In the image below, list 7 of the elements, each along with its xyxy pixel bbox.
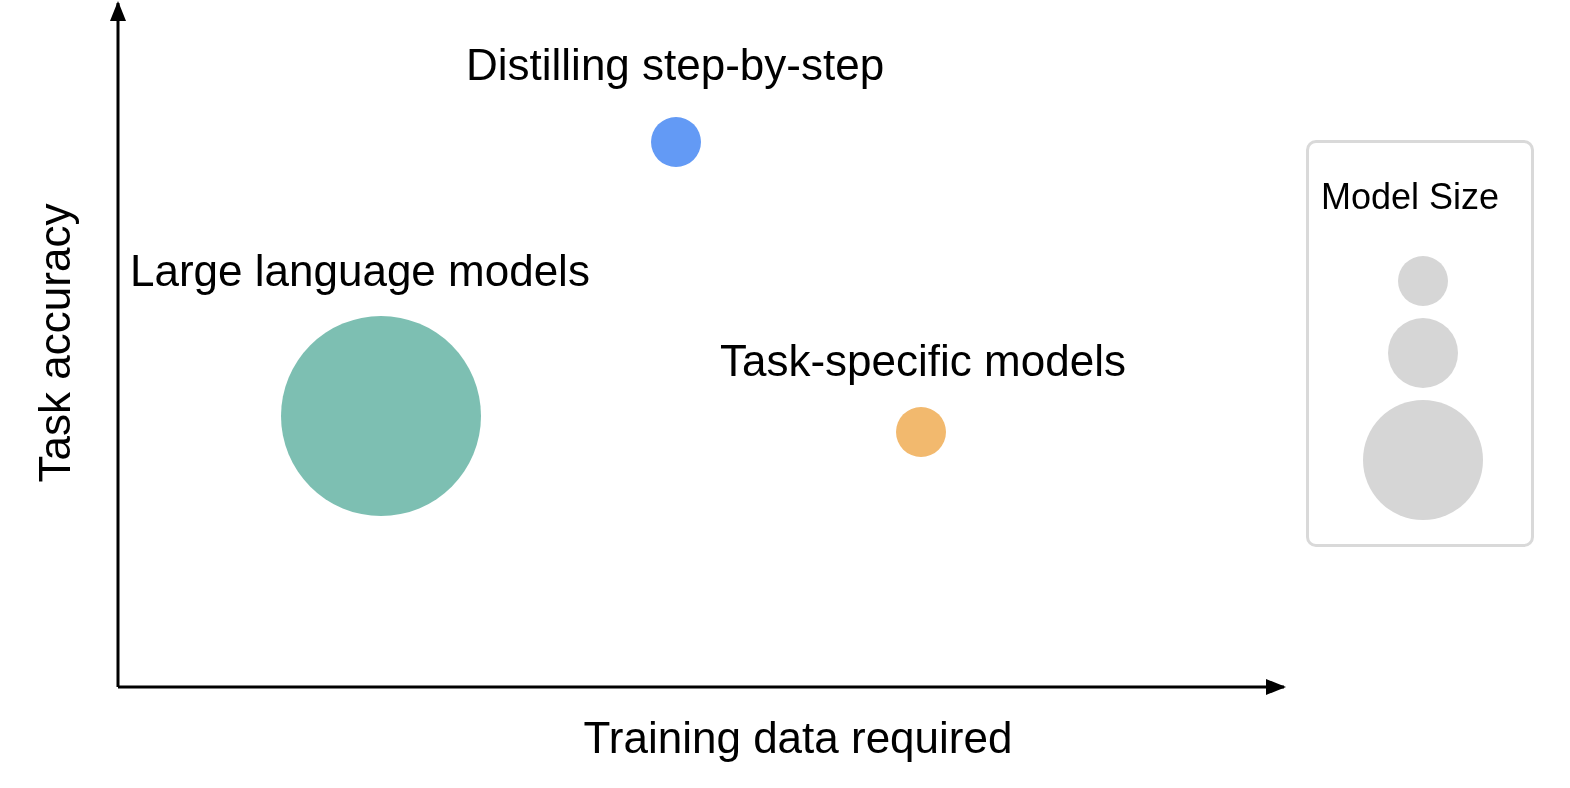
y-axis-title: Task accuracy [33, 203, 77, 483]
bubble-label: Task-specific models [720, 339, 1126, 383]
bubble-label: Distilling step-by-step [466, 43, 885, 87]
legend-title: Model Size [1321, 179, 1500, 215]
legend-panel [1306, 140, 1534, 547]
x-axis-title: Training data required [583, 716, 1013, 760]
bubble-label: Large language models [130, 249, 590, 293]
